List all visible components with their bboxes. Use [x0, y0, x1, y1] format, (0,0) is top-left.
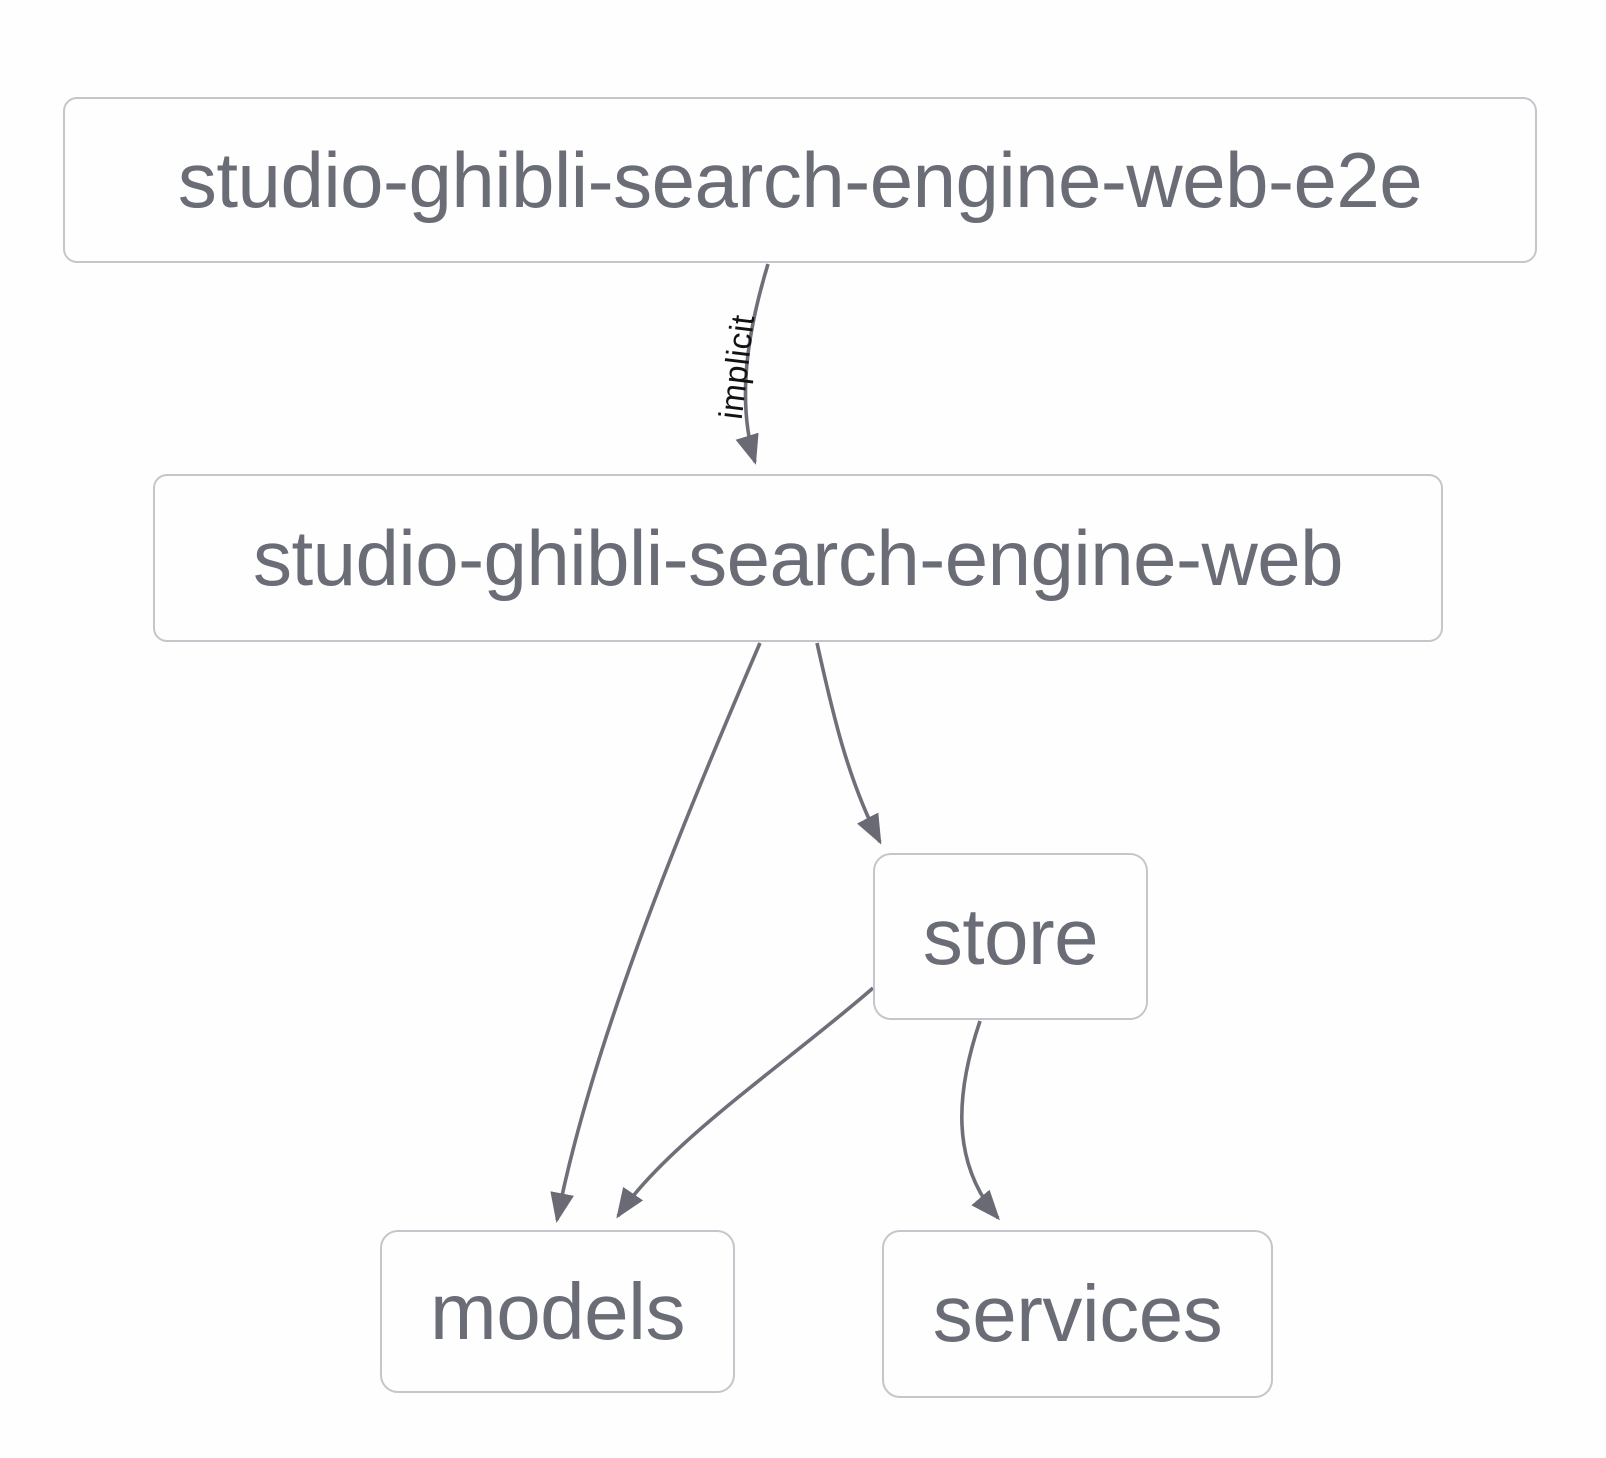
node-services[interactable]: services: [882, 1230, 1273, 1398]
node-studio-ghibli-search-engine-web-e2e[interactable]: studio-ghibli-search-engine-web-e2e: [63, 97, 1537, 263]
node-models[interactable]: models: [380, 1230, 735, 1393]
edge-web-to-store[interactable]: [815, 642, 882, 845]
node-store[interactable]: store: [873, 853, 1148, 1020]
edge-store-to-models[interactable]: [616, 986, 875, 1219]
edge-store-to-services[interactable]: [960, 1020, 1000, 1221]
edge-e2e-to-web[interactable]: [735, 263, 770, 465]
node-studio-ghibli-search-engine-web[interactable]: studio-ghibli-search-engine-web: [153, 474, 1443, 642]
edge-web-to-models[interactable]: [550, 642, 762, 1223]
